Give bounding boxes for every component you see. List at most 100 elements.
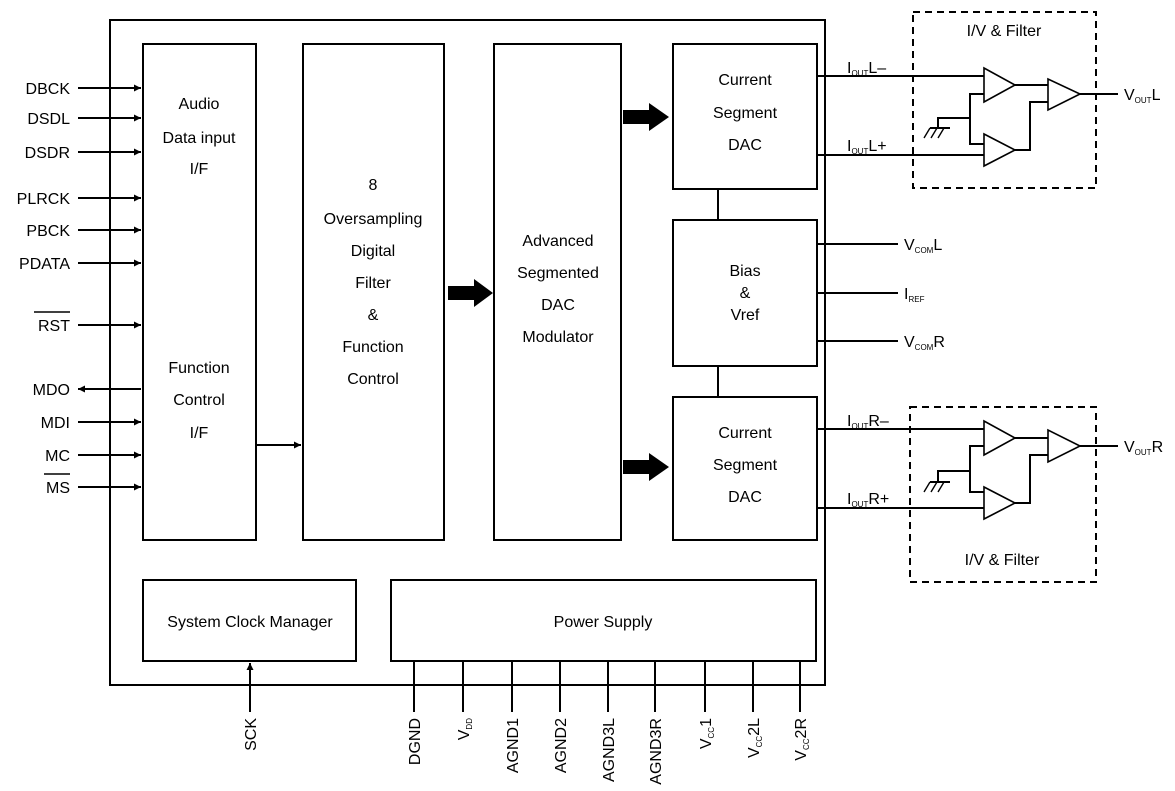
- opamp-l2: [983, 132, 1017, 168]
- bus-arrow-to-dac-right: [623, 453, 669, 481]
- pin-label-dsdl: DSDL: [27, 111, 70, 128]
- pin-label-agnd1: AGND1: [505, 718, 522, 773]
- pin-label-pdata: PDATA: [19, 256, 70, 273]
- opamp-r3: [1047, 428, 1082, 464]
- pin-label-pbck: PBCK: [26, 223, 70, 240]
- pin-label-agnd3l: AGND3L: [601, 718, 618, 782]
- pin-label-sck: SCK: [243, 718, 260, 751]
- filter-line-5: &: [368, 307, 379, 324]
- filter-line-4: Filter: [355, 275, 391, 292]
- audio-if-text: Audio Data input I/F: [163, 96, 236, 178]
- opamp-l3: [1047, 77, 1082, 112]
- dac-right-block: [672, 396, 818, 541]
- filter-line-6: Function: [342, 339, 403, 356]
- pin-pdata: PDATA: [19, 256, 141, 273]
- dac-right-line-2: Segment: [713, 457, 778, 474]
- iv-filter-bottom-circuit: [817, 419, 1118, 521]
- pin-label-mdi: MDI: [41, 415, 70, 432]
- modulator-text: Advanced Segmented DAC Modulator: [517, 233, 599, 346]
- dac-left-line-3: DAC: [728, 137, 762, 154]
- voutr-label: VOUTR: [1124, 439, 1163, 457]
- filter-block: [302, 43, 445, 541]
- function-if-line-3: I/F: [190, 425, 209, 442]
- pin-label-agnd2: AGND2: [553, 718, 570, 773]
- iv-filter-bottom-label: I/V & Filter: [965, 552, 1040, 569]
- pin-mc: MC: [45, 448, 141, 465]
- vcomr-label: VCOMR: [904, 334, 945, 352]
- opamp-l1: [983, 66, 1017, 104]
- pin-label-dbck: DBCK: [26, 81, 71, 98]
- pin-pbck: PBCK: [26, 223, 141, 240]
- ioutl-minus-label: IOUTL–: [847, 60, 886, 78]
- filter-line-1: 8: [369, 177, 378, 194]
- ioutr-plus-label: IOUTR+: [847, 491, 889, 509]
- dac-left-line-2: Segment: [713, 105, 778, 122]
- pin-label-vdd: VDD: [456, 718, 474, 740]
- pin-dbck: DBCK: [26, 81, 141, 98]
- pin-plrck: PLRCK: [17, 191, 141, 208]
- pin-label-mc: MC: [45, 448, 70, 465]
- pin-label-mdo: MDO: [33, 382, 70, 399]
- dac-right-line-1: Current: [718, 425, 772, 442]
- pin-rst: RST: [34, 311, 141, 335]
- power-block: [390, 579, 817, 662]
- iv-filter-top-circuit: [817, 66, 1118, 168]
- filter-line-2: Oversampling: [324, 211, 423, 228]
- filter-text: 8 Oversampling Digital Filter & Function…: [324, 177, 423, 388]
- bias-text: Bias & Vref: [729, 263, 760, 324]
- modulator-line-3: DAC: [541, 297, 575, 314]
- bottom-pins: SCK DGND VDD AGND1 AGND2 AGND3L AGND3R V…: [243, 718, 811, 785]
- pin-label-vcc2l: VCC2L: [746, 718, 764, 758]
- modulator-line-4: Modulator: [522, 329, 594, 346]
- clock-label: System Clock Manager: [167, 614, 333, 631]
- pin-dsdl: DSDL: [27, 111, 141, 128]
- modulator-line-2: Segmented: [517, 265, 599, 282]
- pin-dsdr: DSDR: [25, 145, 141, 162]
- vcoml-label: VCOML: [904, 237, 942, 255]
- dac-right-text: Current Segment DAC: [713, 425, 778, 506]
- pin-label-agnd3r: AGND3R: [648, 718, 665, 785]
- clock-block: [142, 579, 357, 662]
- pin-label-vcc2r: VCC2R: [793, 718, 811, 761]
- voutl-label: VOUTL: [1124, 87, 1161, 105]
- pin-ms: MS: [44, 473, 141, 497]
- filter-line-3: Digital: [351, 243, 395, 260]
- modulator-block: [493, 43, 622, 541]
- bias-line-2: &: [740, 285, 751, 302]
- pin-label-plrck: PLRCK: [17, 191, 71, 208]
- dac-right-line-3: DAC: [728, 489, 762, 506]
- bus-arrow-to-dac-left: [623, 103, 669, 131]
- audio-if-line-3: I/F: [190, 161, 209, 178]
- interface-block: [142, 43, 257, 541]
- iv-filter-top-box: [912, 11, 1097, 189]
- dac-left-text: Current Segment DAC: [713, 72, 778, 154]
- dac-left-line-1: Current: [718, 72, 772, 89]
- bias-line-3: Vref: [731, 307, 760, 324]
- function-if-line-2: Control: [173, 392, 225, 409]
- function-if-line-1: Function: [168, 360, 229, 377]
- ioutr-minus-label: IOUTR–: [847, 413, 889, 431]
- pin-label-dsdr: DSDR: [25, 145, 70, 162]
- audio-if-line-2: Data input: [163, 130, 236, 147]
- pin-label-ms: MS: [46, 480, 70, 497]
- iref-label: IREF: [904, 286, 925, 304]
- function-if-text: Function Control I/F: [168, 360, 229, 442]
- left-pins: DBCK DSDL DSDR PLRCK PBCK PDATA RST: [17, 81, 141, 497]
- dac-left-block: [672, 43, 818, 190]
- pin-mdi: MDI: [41, 415, 141, 432]
- pin-mdo: MDO: [33, 382, 141, 399]
- pin-label-vcc1: VCC1: [698, 718, 716, 749]
- pin-label-dgnd: DGND: [407, 718, 424, 765]
- pin-label-rst: RST: [38, 318, 70, 335]
- opamp-r1: [983, 419, 1017, 457]
- bias-line-1: Bias: [729, 263, 760, 280]
- bias-block: [672, 219, 818, 367]
- filter-line-7: Control: [347, 371, 399, 388]
- bus-arrow-filter-to-modulator: [448, 279, 493, 307]
- opamp-r2: [983, 485, 1017, 521]
- power-pin-lines: [413, 661, 801, 712]
- audio-if-line-1: Audio: [179, 96, 220, 113]
- ioutl-plus-label: IOUTL+: [847, 138, 887, 156]
- iv-filter-top-label: I/V & Filter: [967, 23, 1042, 40]
